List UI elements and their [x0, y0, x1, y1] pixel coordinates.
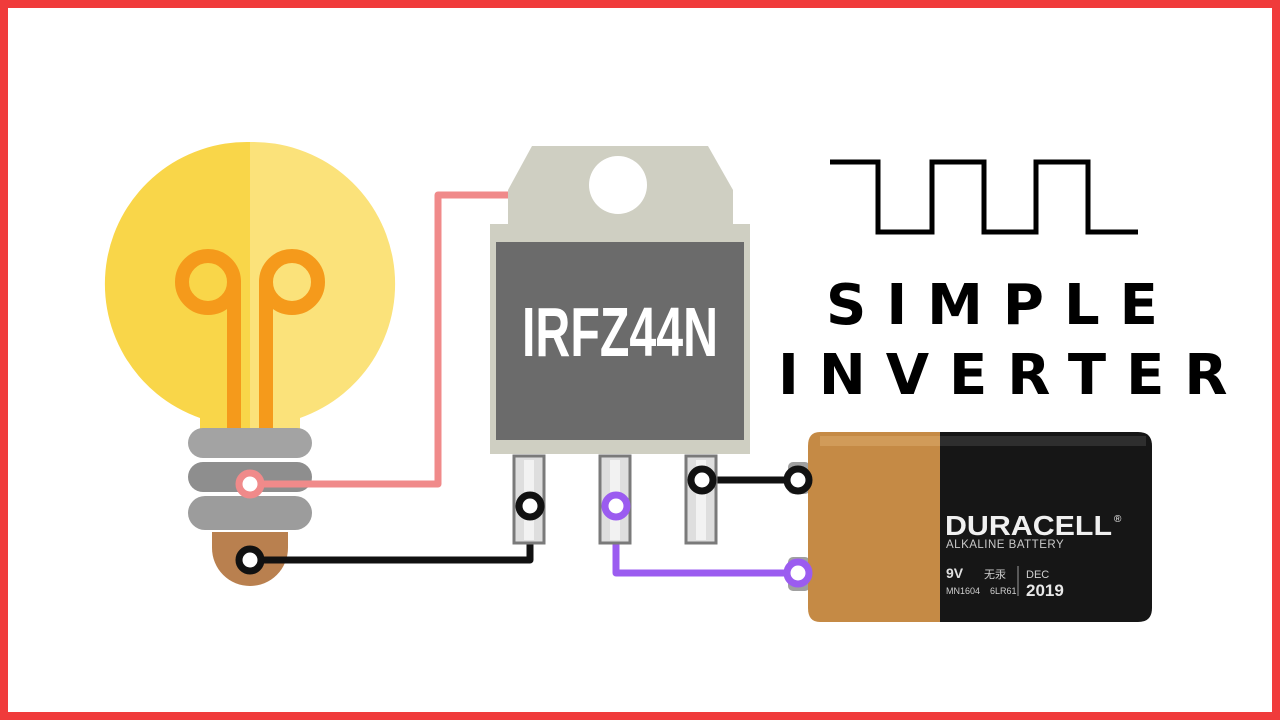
battery-9v-icon: DURACELL ® ALKALINE BATTERY 9V 无汞 MN1604… [788, 432, 1152, 622]
battery-code: 6LR61 [990, 586, 1017, 596]
battery-cjk-text: 无汞 [984, 568, 1006, 581]
battery-model: MN1604 [946, 586, 980, 596]
connection-dots [235, 465, 813, 588]
battery-voltage: 9V [946, 565, 964, 581]
battery-trademark: ® [1114, 514, 1122, 525]
battery-brand: DURACELL [945, 510, 1112, 541]
square-wave-icon [830, 159, 1138, 235]
battery-date-year: 2019 [1026, 581, 1064, 600]
filament-icon [175, 249, 325, 439]
title-line-1: SIMPLE [826, 273, 1178, 338]
title-line-2: INVERTER [778, 343, 1248, 408]
battery-type: ALKALINE BATTERY [946, 539, 1064, 551]
light-bulb-icon [104, 141, 396, 586]
mosfet-label: IRFZ44N [522, 293, 718, 371]
battery-date-month: DEC [1026, 569, 1049, 581]
